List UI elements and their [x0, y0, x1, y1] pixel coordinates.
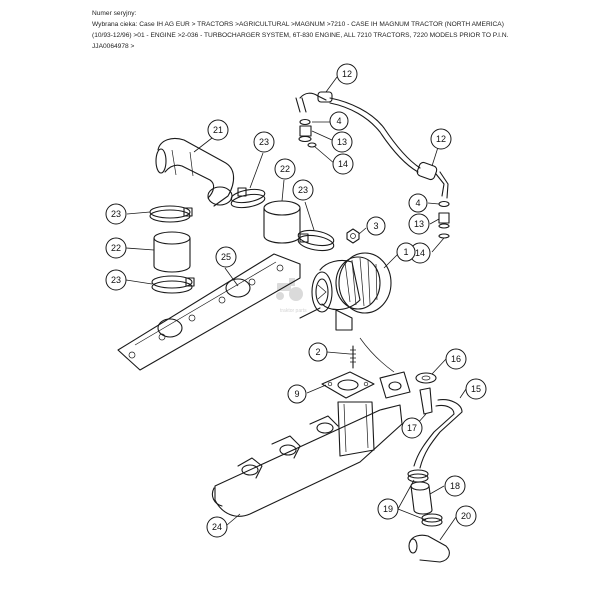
callout-23[interactable]: 23 [105, 269, 127, 291]
callout-number: 12 [436, 134, 446, 144]
hose-clamp [151, 275, 195, 294]
callout-9[interactable]: 9 [287, 384, 307, 404]
callout-number: 22 [111, 243, 121, 253]
breadcrumb-header: Numer seryjny: Wybrana cieka: Case IH AG… [92, 8, 592, 52]
callout-4[interactable]: 4 [408, 193, 428, 213]
hose-clamp [149, 205, 193, 223]
callout-22[interactable]: 22 [274, 158, 296, 180]
callout-20[interactable]: 20 [455, 505, 477, 527]
selected-path-line: Wybrana cieka: Case IH AG EUR > TRACTORS… [92, 21, 504, 28]
fitting-stack-right [438, 200, 450, 239]
callout-number: 16 [451, 354, 461, 364]
drain-tube [413, 399, 463, 469]
callout-number: 13 [414, 219, 424, 229]
callout-23[interactable]: 23 [253, 131, 275, 153]
callout-number: 24 [212, 522, 222, 532]
callout-19[interactable]: 19 [377, 498, 399, 520]
callout-12[interactable]: 12 [430, 128, 452, 150]
drain-gasket [415, 372, 437, 384]
manifold-gasket [117, 253, 301, 371]
callout-25[interactable]: 25 [215, 246, 237, 268]
drain-hose [410, 481, 433, 515]
callout-number: 12 [342, 69, 352, 79]
callout-number: 23 [259, 137, 269, 147]
callout-16[interactable]: 16 [445, 348, 467, 370]
stud [350, 345, 356, 369]
callout-number: 14 [415, 248, 425, 258]
callout-number: 14 [338, 159, 348, 169]
callout-14[interactable]: 14 [332, 153, 354, 175]
callout-number: 4 [336, 116, 341, 126]
selected-path-line: JJA0064978 > [92, 43, 135, 50]
callout-number: 23 [298, 185, 308, 195]
serial-number-label: Numer seryjny: [92, 10, 137, 17]
callout-13[interactable]: 13 [408, 213, 430, 235]
callout-2[interactable]: 2 [308, 342, 328, 362]
callout-number: 23 [111, 209, 121, 219]
hose-sleeve [263, 200, 301, 244]
callout-number: 17 [407, 423, 417, 433]
callout-22[interactable]: 22 [105, 237, 127, 259]
hose-clamp [230, 187, 266, 209]
hose-clamp [297, 229, 335, 252]
flange-gasket [321, 371, 375, 399]
air-intake-elbow [155, 137, 235, 207]
exhaust-manifold [211, 337, 411, 517]
callout-number: 1 [403, 247, 408, 257]
callout-1[interactable]: 1 [396, 242, 416, 262]
callout-number: 20 [461, 511, 471, 521]
selected-path-line: (10/93-12/96) >01 - ENGINE >2-036 - TURB… [92, 32, 509, 39]
callout-number: 9 [294, 389, 299, 399]
callout-13[interactable]: 13 [331, 131, 353, 153]
callout-4[interactable]: 4 [329, 111, 349, 131]
callout-number: 13 [337, 137, 347, 147]
oil-supply-line [295, 91, 449, 199]
callout-number: 15 [471, 384, 481, 394]
callout-17[interactable]: 17 [401, 417, 423, 439]
callout-12[interactable]: 12 [336, 63, 358, 85]
callout-number: 4 [415, 198, 420, 208]
drain-fitting [419, 387, 433, 415]
callout-number: 21 [213, 125, 223, 135]
callout-21[interactable]: 21 [207, 119, 229, 141]
callout-number: 19 [383, 504, 393, 514]
callout-18[interactable]: 18 [444, 475, 466, 497]
callout-24[interactable]: 24 [206, 516, 228, 538]
callout-number: 25 [221, 252, 231, 262]
watermark-text: traktor parts [280, 308, 307, 314]
callout-23[interactable]: 23 [292, 179, 314, 201]
callout-3[interactable]: 3 [366, 216, 386, 236]
callout-number: 18 [450, 481, 460, 491]
hose-clamp [407, 469, 429, 483]
turbocharger [299, 252, 392, 331]
hose-sleeve [153, 231, 191, 273]
callout-15[interactable]: 15 [465, 378, 487, 400]
fitting-stack-left [298, 118, 317, 148]
callout-23[interactable]: 23 [105, 203, 127, 225]
callout-number: 2 [315, 347, 320, 357]
callout-number: 22 [280, 164, 290, 174]
hex-nut [346, 228, 360, 244]
callout-number: 23 [111, 275, 121, 285]
drain-elbow [408, 534, 450, 563]
callout-number: 3 [373, 221, 378, 231]
callout-14[interactable]: 14 [409, 242, 431, 264]
